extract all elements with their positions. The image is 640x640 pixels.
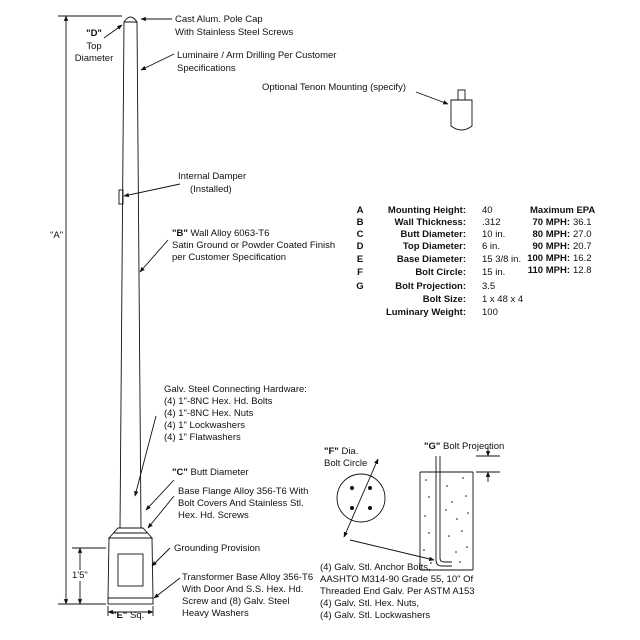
spec-value: 15 in. [482, 267, 506, 278]
pole-cap-callout-2: With Stainless Steel Screws [175, 27, 294, 38]
pole-cap-callout-1: Cast Alum. Pole Cap [175, 14, 263, 25]
epa-wind: 90 MPH: [532, 241, 570, 252]
anchor-callout-4: (4) Galv. Stl. Hex. Nuts, [320, 598, 420, 609]
anchor-callout-3: Threaded End Galv. Per ASTM A153 [320, 586, 475, 597]
damper-callout-2: (Installed) [190, 184, 232, 195]
spec-letter: E [356, 254, 364, 265]
base-flange-callout-1: Base Flange Alloy 356-T6 With [178, 486, 309, 497]
spec-value: 40 [482, 205, 493, 216]
spec-label: Bolt Projection: [395, 281, 466, 292]
square-e-label: "E" Sq. [112, 610, 145, 621]
spec-letter: D [356, 241, 364, 252]
bolt-projection-label: "G" Bolt Projection [424, 441, 505, 452]
wall-alloy-callout-2: Satin Ground or Powder Coated Finish [172, 240, 336, 251]
anchor-callout-5: (4) Galv. Stl. Lockwashers [320, 610, 431, 621]
bolt-projection-detail [419, 446, 500, 571]
epa-value: 16.2 [573, 253, 592, 264]
base-flange-callout-3: Hex. Hd. Screws [178, 510, 249, 521]
transformer-base-callout-3: Screw and (8) Galv. Steel [182, 596, 290, 607]
spec-label: Bolt Circle: [415, 267, 466, 278]
concrete-texture [423, 477, 469, 564]
pole-cap [123, 16, 138, 23]
spec-value: 6 in. [482, 241, 500, 252]
bolt-circle-label-2: Bolt Circle [324, 458, 368, 469]
top-diameter-label-2: Diameter [74, 53, 114, 64]
luminaire-callout-1: Luminaire / Arm Drilling Per Customer [177, 50, 337, 61]
hardware-callout-2: (4) 1"-8NC Hex. Hd. Bolts [164, 396, 273, 407]
spec-label: Bolt Size: [422, 294, 466, 305]
spec-label: Luminary Weight: [385, 307, 466, 318]
transformer-base-callout-4: Heavy Washers [182, 608, 249, 619]
base-flange-callout-2: Bolt Covers And Stainless Stl. [178, 498, 304, 509]
spec-letter: F [357, 267, 363, 278]
transformer-base [107, 537, 154, 599]
epa-value: 20.7 [573, 241, 592, 252]
epa-title: Maximum EPA [530, 205, 596, 216]
anchor-callout-1: (4) Galv. Stl. Anchor Bolts, [320, 562, 431, 573]
damper-callout-1: Internal Damper [178, 171, 247, 182]
hardware-callout-5: (4) 1" Flatwashers [164, 432, 241, 443]
anchor-callout-2: AASHTO M314-90 Grade 55, 10" Of [320, 574, 474, 585]
spec-letter: A [356, 205, 364, 216]
spec-value: 1 x 48 x 4 [482, 294, 524, 305]
spec-value: 3.5 [482, 281, 496, 292]
damper-mark [118, 189, 124, 205]
epa-wind: 110 MPH: [527, 265, 570, 276]
spec-value: .312 [482, 217, 501, 228]
butt-diameter-callout: "C" Butt Diameter [172, 467, 249, 478]
spec-label: Butt Diameter: [400, 229, 466, 240]
pole-shaft [119, 21, 142, 529]
bolt-circle-detail [336, 458, 386, 538]
hardware-callout-4: (4) 1" Lockwashers [164, 420, 245, 431]
base-height-label: 1'5" [72, 570, 88, 581]
spec-value: 100 [482, 307, 498, 318]
luminaire-callout-2: Specifications [177, 63, 236, 74]
spec-letter: B [356, 217, 364, 228]
tenon-callout: Optional Tenon Mounting (specify) [262, 82, 406, 93]
spec-letter: C [356, 229, 364, 240]
tenon-detail [450, 89, 473, 131]
epa-wind: 80 MPH: [532, 229, 570, 240]
height-a-label: "A" [50, 230, 64, 241]
top-diameter-label-1: Top [86, 41, 102, 52]
epa-wind: 100 MPH: [527, 253, 570, 264]
spec-value: 10 in. [482, 229, 506, 240]
hardware-callout-1: Galv. Steel Connecting Hardware: [164, 384, 307, 395]
spec-letter: G [356, 281, 364, 292]
epa-wind: 70 MPH: [532, 217, 570, 228]
hardware-callout-3: (4) 1"-8NC Hex. Nuts [164, 408, 254, 419]
grounding-callout: Grounding Provision [174, 543, 261, 554]
spec-label: Wall Thickness: [394, 217, 466, 228]
top-diameter-code: "D" [86, 28, 102, 39]
spec-label: Mounting Height: [387, 205, 466, 216]
epa-value: 27.0 [573, 229, 592, 240]
spec-value: 15 3/8 in. [482, 254, 522, 265]
wall-alloy-callout: "B" Wall Alloy 6063-T6 [172, 228, 270, 239]
epa-value: 12.8 [573, 265, 592, 276]
wall-alloy-callout-3: per Customer Specification [172, 252, 287, 263]
transformer-base-callout-2: With Door And S.S. Hex. Hd. [182, 584, 304, 595]
transformer-base-callout-1: Transformer Base Alloy 356-T6 [182, 572, 314, 583]
spec-label: Base Diameter: [396, 254, 466, 265]
base-door [117, 553, 144, 587]
epa-value: 36.1 [573, 217, 592, 228]
bolt-circle-label: "F" Dia. [324, 446, 359, 457]
spec-label: Top Diameter: [402, 241, 466, 252]
